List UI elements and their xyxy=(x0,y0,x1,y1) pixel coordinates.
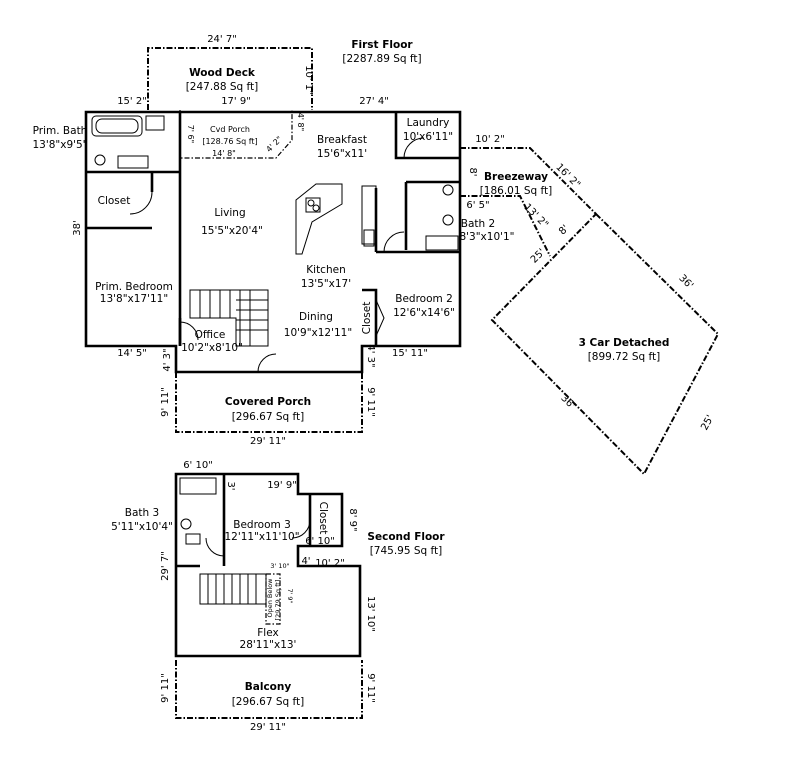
first-floor-area: [2287.89 Sq ft] xyxy=(342,53,421,65)
covered-porch-dim-right: 9' 11" xyxy=(365,387,376,417)
garage-dim-bottom: 36' xyxy=(558,393,577,412)
living-name: Living xyxy=(214,207,245,219)
dim-15-2: 15' 2" xyxy=(117,96,147,107)
cvd-porch-dim-right: 4' 8" xyxy=(296,113,305,132)
flex-name: Flex xyxy=(257,627,278,639)
second-floor-area: [745.95 Sq ft] xyxy=(370,545,443,557)
breezeway-area: [186.01 Sq ft] xyxy=(480,185,553,197)
dim-6-10-top: 6' 10" xyxy=(183,460,213,471)
open-below-name: Open Below xyxy=(266,578,274,618)
closet-name: Closet xyxy=(317,502,329,535)
wood-deck-dim-top: 24' 7" xyxy=(207,34,237,45)
balcony-name: Balcony xyxy=(245,681,292,693)
cvd-porch-area: [128.76 Sq ft] xyxy=(202,137,257,146)
garage-dim-right: 25' xyxy=(699,413,716,432)
balcony-area: [296.67 Sq ft] xyxy=(232,696,305,708)
dim-3: 3' xyxy=(225,481,236,490)
second-floor-labels: Second Floor [745.95 Sq ft] 6' 10" 3' 19… xyxy=(111,460,445,733)
closet-left-name: Closet xyxy=(98,195,131,207)
bath2-name: Bath 2 xyxy=(461,218,495,230)
first-floor-title: First Floor xyxy=(351,39,413,51)
second-floor-outline xyxy=(174,472,362,658)
dim-4-3-right: 4' 3" xyxy=(365,344,376,367)
kitchen-size: 13'5"x17' xyxy=(301,278,351,290)
bath2-size: 8'3"x10'1" xyxy=(459,231,514,243)
balcony-dim-bottom: 29' 11" xyxy=(250,722,286,733)
breezeway-dim-f: 8' xyxy=(557,223,571,237)
dim-14-5: 14' 5" xyxy=(117,348,147,359)
dim-29-7: 29' 7" xyxy=(160,551,171,581)
prim-bath-name: Prim. Bath xyxy=(33,125,88,137)
cvd-porch-dim-left: 7' 6" xyxy=(186,125,195,144)
covered-porch-name: Covered Porch xyxy=(225,396,311,408)
garage-area: [899.72 Sq ft] xyxy=(588,351,661,363)
second-floor-plan xyxy=(174,472,363,719)
bath3-name: Bath 3 xyxy=(125,507,159,519)
breezeway-dim-g: 25' xyxy=(529,247,548,266)
prim-bath-size: 13'8"x9'5" xyxy=(32,139,87,151)
bedroom2-name: Bedroom 2 xyxy=(395,293,453,305)
cvd-porch-outline xyxy=(179,110,293,159)
kitchen-name: Kitchen xyxy=(306,264,345,276)
prim-bedroom-name: Prim. Bedroom xyxy=(95,281,173,293)
open-below-dim-top: 3' 10" xyxy=(270,562,289,570)
first-floor-outline xyxy=(84,110,462,374)
bedroom3-name: Bedroom 3 xyxy=(233,519,291,531)
flex-size: 28'11"x13' xyxy=(240,639,297,651)
breezeway-outline xyxy=(460,147,597,215)
dim-19-9: 19' 9" xyxy=(267,480,297,491)
first-floor-plan xyxy=(84,47,720,476)
breezeway-name: Breezeway xyxy=(484,171,548,183)
closet-right-name: Closet xyxy=(361,302,373,335)
open-below-area: [29.79 Sq ft] xyxy=(274,580,282,621)
wood-deck-outline xyxy=(147,47,313,110)
breezeway-dim-e: 8' xyxy=(467,167,478,176)
bedroom2-size: 12'6"x14'6" xyxy=(393,307,455,319)
breezeway-dim-a: 10' 2" xyxy=(475,134,505,145)
dim-8-9: 8' 9" xyxy=(347,508,358,531)
balcony-outline xyxy=(175,660,363,719)
covered-porch-area: [296.67 Sq ft] xyxy=(232,411,305,423)
second-floor-title: Second Floor xyxy=(367,531,445,543)
dim-10-2: 10' 2" xyxy=(315,558,345,569)
covered-porch-outline xyxy=(175,372,363,433)
breezeway-dim-d: 6' 5" xyxy=(466,200,489,211)
wood-deck-name: Wood Deck xyxy=(189,67,256,79)
dim-38: 38' xyxy=(72,220,83,235)
breakfast-size: 15'6"x11' xyxy=(317,148,367,160)
covered-porch-dim-bottom: 29' 11" xyxy=(250,436,286,447)
cvd-porch-dim-diag: 4' 2" xyxy=(264,134,284,154)
garage-outline xyxy=(490,212,720,476)
office-name: Office xyxy=(195,329,226,341)
laundry-name: Laundry xyxy=(407,117,450,129)
dim-4-3-left: 4' 3" xyxy=(162,348,173,371)
dim-27-4: 27' 4" xyxy=(359,96,389,107)
office-size: 10'2"x8'10" xyxy=(181,342,243,354)
laundry-size: 10'x6'11" xyxy=(403,131,453,143)
balcony-dim-right: 9' 11" xyxy=(365,673,376,703)
breakfast-name: Breakfast xyxy=(317,134,367,146)
garage-dim-top: 36' xyxy=(676,273,695,292)
bedroom3-size: 12'11"x11'10" xyxy=(224,531,299,543)
covered-porch-dim-left: 9' 11" xyxy=(160,387,171,417)
cvd-porch-dim: 14' 8" xyxy=(212,149,236,158)
balcony-dim-left: 9' 11" xyxy=(160,673,171,703)
first-floor-labels: First Floor [2287.89 Sq ft] 24' 7" Wood … xyxy=(32,34,716,447)
wood-deck-area: [247.88 Sq ft] xyxy=(186,81,259,93)
garage-name: 3 Car Detached xyxy=(579,337,670,349)
dim-15-11: 15' 11" xyxy=(392,348,428,359)
dim-13-10: 13' 10" xyxy=(365,596,376,632)
living-size: 15'5"x20'4" xyxy=(201,225,263,237)
cvd-porch-name: Cvd Porch xyxy=(210,125,250,134)
dining-name: Dining xyxy=(299,311,333,323)
dim-4: 4' xyxy=(301,556,310,567)
prim-bedroom-size: 13'8"x17'11" xyxy=(100,293,168,305)
wood-deck-dim-right: 10' 1" xyxy=(303,65,314,95)
bath3-size: 5'11"x10'4" xyxy=(111,521,173,533)
dim-17-9: 17' 9" xyxy=(221,96,251,107)
open-below-dim: 7' 9" xyxy=(286,588,294,603)
dining-size: 10'9"x12'11" xyxy=(284,327,352,339)
dim-6-10-closet: 6' 10" xyxy=(305,536,335,547)
